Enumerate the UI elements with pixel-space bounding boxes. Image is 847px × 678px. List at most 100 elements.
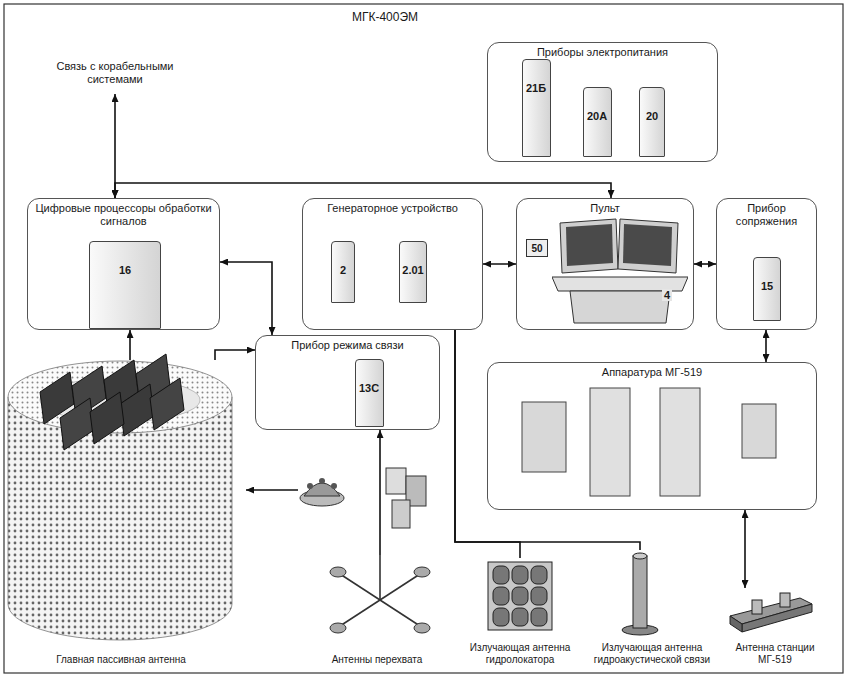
connector: [455, 330, 640, 550]
console-part: [570, 291, 670, 323]
group-box: Прибор режима связи 13С: [255, 335, 440, 430]
cabinet-unit: 16: [89, 241, 161, 329]
drawing-part: [512, 566, 528, 584]
drawing-part: [150, 378, 184, 430]
drawing-part: [633, 556, 647, 628]
connector: [744, 510, 746, 588]
drawing-part: [780, 593, 790, 607]
cabinet-unit: 20: [639, 87, 665, 157]
antenna-figure: Излучающая антенна гидроакустической свя…: [584, 550, 720, 672]
drawing-part: [392, 500, 410, 528]
cabinet-unit: 21Б: [522, 59, 551, 157]
console-unit: 4: [552, 217, 688, 325]
unit-number: 2: [340, 264, 346, 276]
drawing-part: [522, 402, 566, 472]
unit-number: 2.01: [402, 264, 423, 276]
console-part: [618, 219, 678, 273]
drawing-part: [246, 489, 298, 491]
mg519-antenna-drawing: [730, 593, 812, 632]
connector: [129, 330, 131, 360]
drawing-part: [493, 587, 509, 605]
group-box: Пульт 50 4: [516, 198, 694, 330]
connector: [765, 330, 767, 362]
small-unit: 50: [526, 239, 548, 257]
cabinet-unit: 13С: [355, 359, 384, 427]
group-title: Прибор режима связи: [256, 336, 439, 352]
cabinet-unit: 15: [753, 257, 781, 321]
group-title: Прибор сопряжения: [717, 199, 816, 228]
group-title: Аппаратура МГ-519: [488, 363, 816, 379]
link-label: Связь с корабельными системами: [45, 60, 185, 86]
drawing-part: [330, 567, 346, 577]
group-title: Цифровые процессоры обработки сигналов: [28, 199, 219, 228]
sonar-antenna-drawing: [488, 562, 552, 630]
group-title: Пульт: [517, 199, 693, 215]
connector: [379, 430, 381, 555]
antenna-figure: Излучающая антенна гидролокатора: [458, 558, 582, 672]
unit-number: 20: [646, 110, 658, 122]
drawing-part: [730, 616, 742, 632]
unit-number: 50: [531, 243, 542, 254]
drawing-part: [319, 478, 325, 484]
drawing-part: [386, 468, 406, 494]
drawing-part: [493, 608, 509, 626]
group-title: Генераторное устройство: [303, 199, 482, 215]
connector: [215, 350, 255, 360]
drawing-part: [8, 397, 232, 640]
connector: [694, 263, 716, 265]
unit-number: 13С: [359, 382, 379, 394]
antenna-figure: Антенна станции МГ-519: [725, 588, 825, 672]
connector: [220, 262, 272, 335]
cabinet-unit: 2: [331, 241, 355, 303]
round-sensor-drawing: [246, 478, 344, 506]
drawing-part: [304, 483, 340, 496]
interception-antennas-drawing: [330, 555, 430, 633]
group-box: Прибор сопряжения 15: [716, 198, 817, 330]
antenna-figure: Главная пассивная антенна: [2, 360, 240, 672]
mg519-cabinets-drawing: [522, 388, 776, 496]
drawing-part: [531, 608, 547, 626]
drawing-part: [660, 388, 700, 496]
cabinet-unit: 2.01: [399, 241, 427, 303]
connector: [115, 183, 611, 198]
drawing-part: [331, 483, 337, 489]
drawing-part: [531, 587, 547, 605]
group-box: Генераторное устройство 2 2.01: [302, 198, 483, 330]
drawing-part: [60, 398, 94, 450]
figure-caption: Главная пассивная антенна: [54, 654, 188, 666]
drawing-part: [120, 384, 154, 436]
drawing-part: [307, 483, 313, 489]
figure-caption: Антенны перехвата: [330, 654, 425, 666]
drawing-part: [90, 392, 124, 444]
drawing-part: [379, 555, 381, 600]
drawing-part: [590, 388, 630, 496]
drawing-part: [493, 566, 509, 584]
drawing-part: [742, 404, 776, 458]
figure-caption: Излучающая антенна гидроакустической свя…: [584, 642, 720, 666]
drawing-part: [488, 562, 552, 630]
drawing-part: [414, 567, 430, 577]
unit-number: 21Б: [526, 82, 546, 94]
split-device-drawing: [386, 468, 426, 528]
unit-number: 20А: [587, 110, 607, 122]
cabinet-unit: 20А: [583, 87, 612, 157]
diagram-title: МГК-400ЭМ: [300, 10, 470, 24]
drawing-part: [512, 608, 528, 626]
unit-number: 15: [761, 280, 773, 292]
main-antenna-drawing: [8, 354, 232, 640]
drawing-part: [330, 623, 346, 633]
drawing-part: [414, 623, 430, 633]
group-box: Приборы электропитания21Б20А20: [487, 42, 718, 162]
comm-antenna-drawing: [622, 553, 658, 635]
drawing-part: [531, 566, 547, 584]
console-part: [560, 219, 618, 273]
drawing-part: [512, 587, 528, 605]
outer-frame: [4, 4, 843, 673]
console-outline: [552, 217, 688, 325]
figure-caption: Антенна станции МГ-519: [725, 642, 825, 666]
unit-number: 16: [119, 264, 131, 276]
console-part: [566, 224, 613, 266]
